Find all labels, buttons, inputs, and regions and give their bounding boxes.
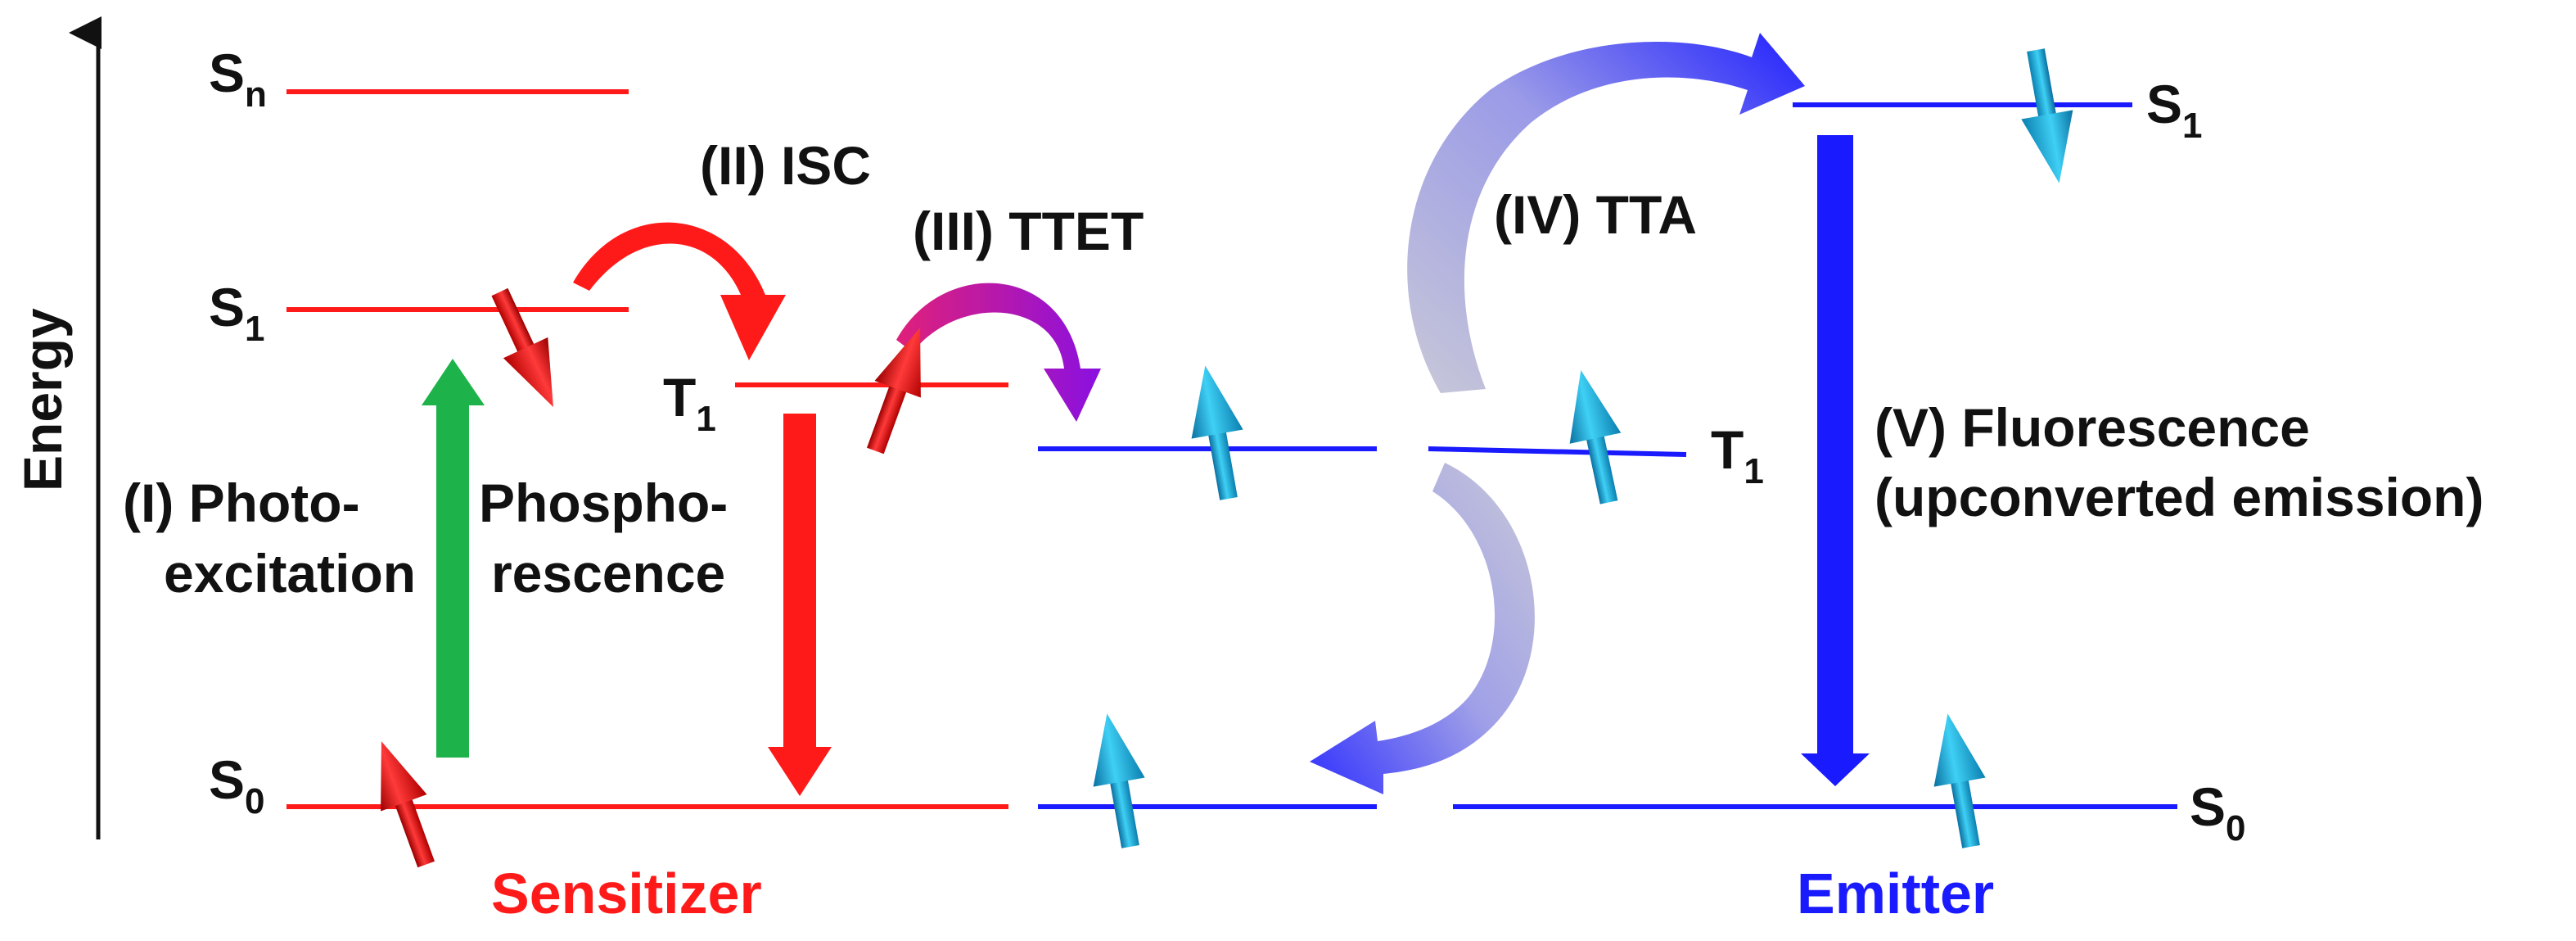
level-label-emitter-t1: T1 (1711, 419, 1764, 491)
tta-lower-arrow (1310, 463, 1535, 794)
spin-up-icon-emitter-s0-right (1933, 713, 1986, 848)
level-label-sensitizer-t1: T1 (663, 367, 716, 439)
ttet-label: (III) TTET (913, 201, 1144, 261)
phosphorescence-label: Phospho- (479, 473, 728, 533)
fluorescence-arrow (1801, 135, 1870, 786)
photoexcitation-label-2: excitation (164, 543, 416, 604)
level-label-emitter-s1: S1 (2146, 74, 2203, 146)
photoexcitation-label: (I) Photo- (123, 473, 360, 533)
energy-axis-label: Energy (12, 308, 73, 491)
level-label-sensitizer-s1: S1 (209, 277, 265, 349)
isc-label: (II) ISC (700, 135, 871, 196)
phosphorescence-label-2: rescence (491, 543, 725, 604)
phosphorescence-arrow (768, 414, 832, 796)
level-label-emitter-s0: S0 (2190, 776, 2246, 848)
spin-up-icon-sensitizer-s0 (381, 741, 435, 868)
emitter-t1-level-right (1428, 446, 1687, 457)
emitter-label: Emitter (1797, 862, 1994, 925)
tta-upper-arrow (1407, 33, 1805, 393)
spin-down-icon-sensitizer-s1 (491, 287, 553, 408)
spin-down-icon-emitter-s1 (2021, 48, 2073, 183)
photoexcitation-arrow (422, 359, 485, 758)
isc-arrow (573, 222, 786, 360)
ttet-arrow (896, 283, 1101, 422)
level-label-sensitizer-s0: S0 (209, 749, 265, 821)
spin-up-icon-emitter-t1-right (1569, 369, 1622, 504)
sensitizer-label: Sensitizer (491, 862, 762, 925)
spin-up-icon-emitter-s0-left (1093, 713, 1145, 848)
tta-label: (IV) TTA (1494, 184, 1697, 245)
fluorescence-label: (V) Fluorescence (1874, 397, 2310, 458)
spin-up-icon-emitter-t1-left (1191, 365, 1243, 500)
fluorescence-label-2: (upconverted emission) (1874, 467, 2484, 527)
level-label-sensitizer-sn: Sn (209, 43, 267, 115)
spin-up-icon-sensitizer-t1 (867, 328, 921, 455)
